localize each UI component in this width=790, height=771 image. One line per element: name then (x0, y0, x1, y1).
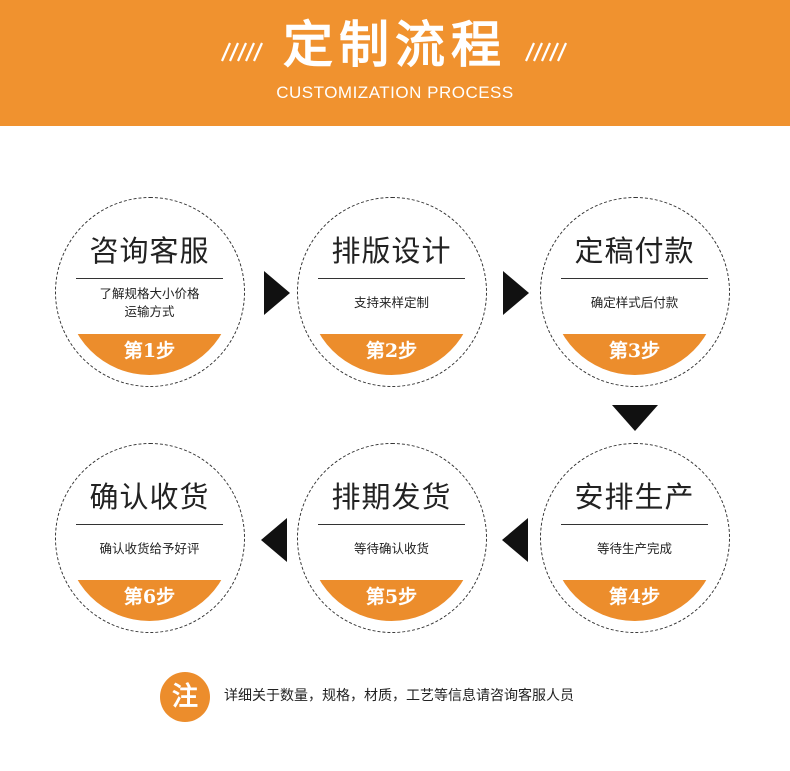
step-3-band: 第3步 (551, 334, 718, 375)
arrow-left-icon (502, 518, 528, 562)
step-5-label: 第5步 (365, 586, 418, 608)
step-3-label: 第3步 (608, 340, 661, 362)
step-2-label: 第2步 (365, 340, 418, 362)
step-3-title: 定稿付款 (574, 234, 695, 268)
step-5-divider (318, 524, 465, 525)
step-2-title: 排版设计 (331, 234, 452, 268)
step-1-title: 咨询客服 (89, 234, 210, 268)
step-6-divider (76, 524, 223, 525)
step-4: 安排生产 等待生产完成 第4步 (540, 443, 730, 633)
arrow-right-icon (503, 271, 529, 315)
step-5: 排期发货 等待确认收货 第5步 (297, 443, 487, 633)
step-5-circle: 排期发货 等待确认收货 第5步 (308, 454, 475, 621)
step-2-desc: 支持来样定制 (353, 295, 429, 310)
step-6-band: 第6步 (66, 580, 233, 621)
step-3-desc: 确定样式后付款 (590, 295, 679, 310)
step-1-band: 第1步 (66, 334, 233, 375)
arrow-left-icon (261, 518, 287, 562)
step-4-circle: 安排生产 等待生产完成 第4步 (551, 454, 718, 621)
stripes-left-icon (220, 42, 264, 62)
step-6-circle: 确认收货 确认收货给予好评 第6步 (66, 454, 233, 621)
step-1-desc: 了解规格大小价格 运输方式 (66, 285, 233, 321)
step-1-divider (76, 278, 223, 279)
step-2: 排版设计 支持来样定制 第2步 (297, 197, 487, 387)
step-3-circle: 定稿付款 确定样式后付款 第3步 (551, 208, 718, 375)
step-4-label: 第4步 (608, 586, 661, 608)
arrow-down-icon (612, 405, 658, 431)
stripes-right-icon (524, 42, 568, 62)
step-1-circle: 咨询客服 了解规格大小价格 运输方式 第1步 (66, 208, 233, 375)
step-1: 咨询客服 了解规格大小价格 运输方式 第1步 (55, 197, 245, 387)
step-4-band: 第4步 (551, 580, 718, 621)
arrow-right-icon (264, 271, 290, 315)
step-6-desc: 确认收货给予好评 (99, 541, 200, 556)
step-3-divider (561, 278, 708, 279)
step-5-title: 排期发货 (331, 480, 452, 514)
step-1-desc-line-1: 了解规格大小价格 (99, 286, 200, 301)
step-1-label: 第1步 (123, 340, 176, 362)
step-2-band: 第2步 (308, 334, 475, 375)
step-2-divider (318, 278, 465, 279)
note-text: 详细关于数量，规格，材质，工艺等信息请咨询客服人员 (224, 688, 574, 704)
step-4-title: 安排生产 (574, 480, 695, 514)
step-6: 确认收货 确认收货给予好评 第6步 (55, 443, 245, 633)
step-2-circle: 排版设计 支持来样定制 第2步 (308, 208, 475, 375)
step-1-desc-line-2: 运输方式 (124, 304, 175, 319)
page-title: 定制流程 (283, 16, 507, 74)
step-4-desc: 等待生产完成 (596, 541, 672, 556)
step-5-band: 第5步 (308, 580, 475, 621)
step-5-desc: 等待确认收货 (353, 541, 429, 556)
step-6-title: 确认收货 (89, 480, 210, 514)
step-6-label: 第6步 (123, 586, 176, 608)
step-3: 定稿付款 确定样式后付款 第3步 (540, 197, 730, 387)
note-icon-label: 注 (171, 682, 198, 712)
step-4-divider (561, 524, 708, 525)
note-icon: 注 (160, 672, 210, 722)
header-banner: 定制流程 CUSTOMIZATION PROCESS (0, 0, 790, 126)
page-subtitle: CUSTOMIZATION PROCESS (276, 83, 514, 102)
